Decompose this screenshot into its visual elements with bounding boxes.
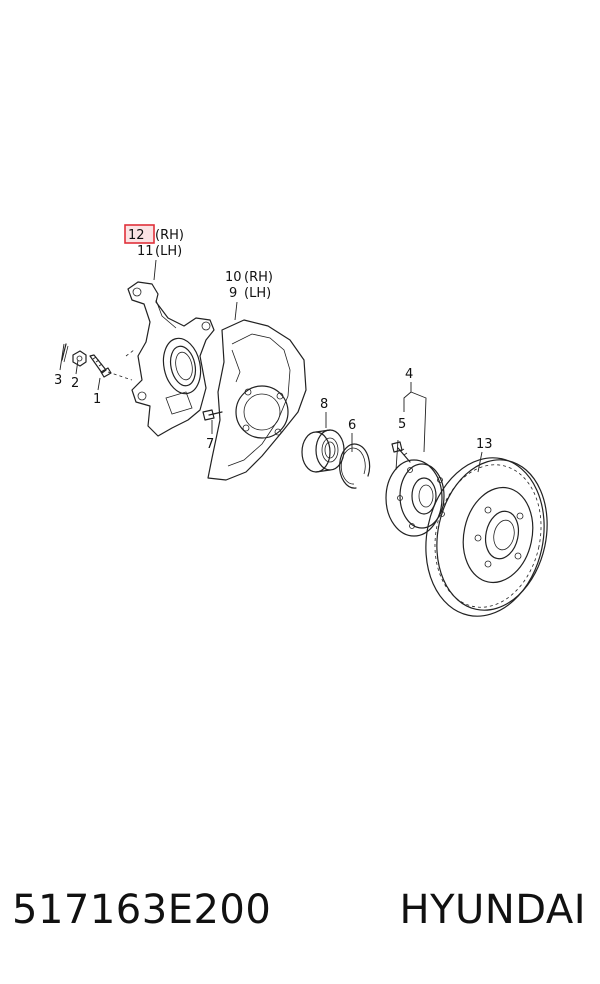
callout-12-side: (RH) (155, 228, 184, 243)
part-1-bolt[interactable] (89, 354, 112, 378)
callout-8[interactable]: 8 (320, 397, 328, 412)
callout-11-side: (LH) (155, 244, 182, 259)
part-8-wheel-bearing[interactable] (301, 429, 345, 473)
callout-12-number: 12 (128, 228, 145, 243)
callout-12[interactable]: 12 (RH) (124, 224, 184, 244)
callout-12-highlight-box (124, 224, 155, 244)
part-2-nut[interactable] (72, 350, 87, 367)
callout-4[interactable]: 4 (405, 367, 413, 382)
assembly-line-1 (107, 371, 133, 381)
callout-2[interactable]: 2 (71, 376, 79, 391)
callout-13[interactable]: 13 (476, 437, 493, 452)
callout-9[interactable]: 9 (LH) (229, 286, 271, 301)
callout-7[interactable]: 7 (206, 437, 214, 452)
assembly-line-2 (125, 349, 135, 357)
part-13-brake-disc[interactable] (412, 447, 561, 628)
part-footer: 517163E200 HYUNDAI (0, 870, 600, 950)
callout-10-side: (RH) (244, 270, 273, 285)
callout-10-number: 10 (225, 270, 242, 285)
part-5-hub-bolt[interactable] (391, 441, 411, 463)
callout-3[interactable]: 3 (54, 373, 62, 388)
part-10-dust-cover[interactable] (207, 319, 307, 481)
callout-11-number: 11 (137, 244, 154, 259)
brand-name: HYUNDAI (399, 887, 586, 933)
callout-5[interactable]: 5 (398, 417, 406, 432)
callout-6[interactable]: 6 (348, 418, 356, 433)
callout-1[interactable]: 1 (93, 392, 101, 407)
callout-11[interactable]: 11 (LH) (137, 244, 182, 259)
callout-9-side: (LH) (244, 286, 271, 301)
part-4-wheel-hub[interactable] (385, 459, 445, 537)
callout-10[interactable]: 10 (RH) (225, 270, 273, 285)
part-number: 517163E200 (12, 887, 272, 933)
leader-lines (59, 259, 483, 473)
part-6-snap-ring[interactable] (339, 443, 371, 489)
part-12-steering-knuckle[interactable] (127, 281, 215, 437)
part-3-pin[interactable] (61, 343, 69, 363)
callout-9-number: 9 (229, 286, 237, 301)
